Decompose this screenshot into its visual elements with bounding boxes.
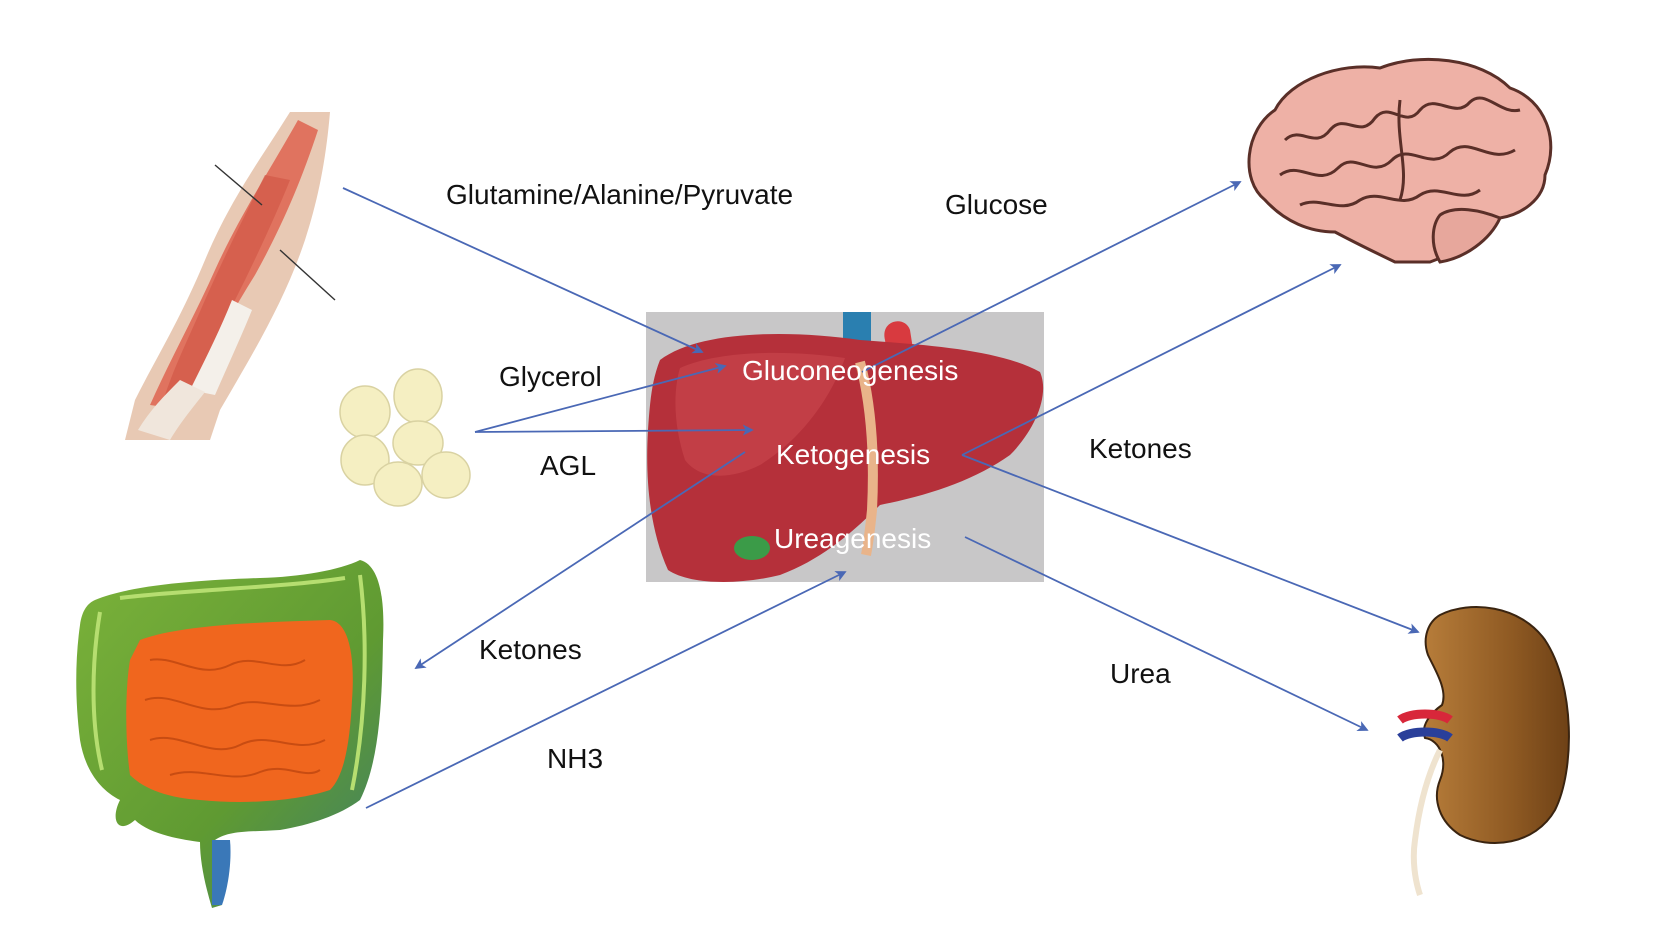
arrow-muscle-to-liver [342, 187, 704, 354]
label-glutamine-alanine-pyruvate: Glutamine/Alanine/Pyruvate [446, 179, 793, 210]
label-ketones-gut: Ketones [479, 634, 582, 665]
label-ketogenesis: Ketogenesis [776, 439, 930, 470]
label-urea: Urea [1110, 658, 1171, 689]
adipose-cells-icon [339, 368, 471, 507]
label-glycerol: Glycerol [499, 361, 602, 392]
intestine-icon [76, 560, 384, 908]
label-gluconeogenesis: Gluconeogenesis [742, 355, 958, 386]
arrow-liver-to-brain-ketones [961, 264, 1342, 456]
arrow-adipose-glycerol [474, 363, 727, 433]
label-glucose: Glucose [945, 189, 1048, 220]
brain-icon [1247, 57, 1553, 264]
arrows [342, 181, 1420, 809]
label-ketones-brain: Ketones [1089, 433, 1192, 464]
label-nh3: NH3 [547, 743, 603, 774]
label-ureagenesis: Ureagenesis [774, 523, 931, 554]
muscle-icon [125, 112, 336, 440]
liver-icon [646, 312, 1044, 582]
arrow-liver-to-kidney-ketones [961, 454, 1420, 634]
arrow-liver-to-gut-ketones [414, 451, 746, 670]
arrow-liver-to-brain-glucose [861, 181, 1242, 373]
arrow-gut-to-liver-nh3 [365, 571, 847, 809]
label-agl: AGL [540, 450, 596, 481]
arrow-adipose-agl [474, 424, 754, 436]
kidney-icon [1397, 606, 1570, 896]
arrow-liver-to-kidney-urea [964, 536, 1369, 731]
